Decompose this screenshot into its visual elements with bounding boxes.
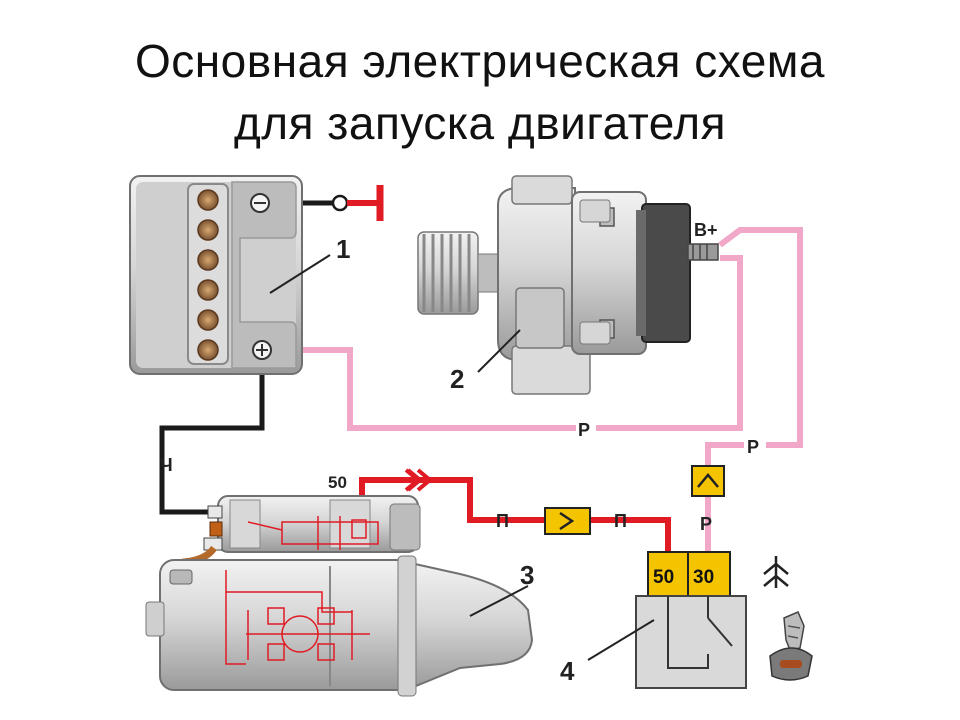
red-wires: [359, 477, 671, 552]
callout-alternator: 2: [450, 364, 464, 394]
wire-label-bg-pink-main: [576, 417, 596, 439]
terminal-50-label: 50: [328, 473, 347, 492]
callout-line-4: [587, 619, 655, 661]
callout-line-3: [469, 585, 529, 617]
ignition-switch-icon: [635, 551, 747, 689]
wire-label-red-right: П: [614, 511, 627, 531]
wire-label-pink-main: Р: [578, 420, 590, 440]
starter-motor-icon: [145, 495, 534, 697]
battery-cell-caps: [197, 189, 219, 361]
motor-circuit: [225, 570, 370, 665]
pink-wires: [270, 227, 803, 552]
black-wire-battery-starter: [159, 352, 265, 515]
alternator-pulley: [417, 231, 499, 315]
alternator-b-plus-terminal: [687, 243, 719, 261]
callout-ignition-switch: 4: [560, 656, 575, 686]
terminal-b-plus-label: B+: [694, 220, 718, 240]
red-arrow-icon-2: [404, 468, 434, 492]
callout-line-1: [269, 254, 331, 294]
switch-terminal-50: 50: [653, 567, 674, 588]
page-title-line-2: для запуска двигателя: [233, 97, 727, 149]
wire-label-pink-switch: Р: [700, 514, 712, 534]
switch-terminal-30: 30: [693, 567, 714, 588]
wire-label-bg-pink-branch: [744, 434, 766, 456]
page-title-line-1: Основная электрическая схема: [135, 35, 825, 87]
alternator-icon: [417, 175, 719, 395]
key-icon: [769, 611, 813, 681]
callout-starter: 3: [520, 560, 534, 590]
solenoid-circuit: [247, 516, 379, 550]
callout-line-2: [477, 329, 521, 373]
wire-label-black: Ч: [160, 455, 173, 475]
fuse-icon-red: [544, 507, 591, 535]
fuse-icon-pink: [691, 465, 725, 497]
wire-label-red-left: П: [496, 511, 509, 531]
callout-battery: 1: [336, 234, 350, 264]
ground-symbol-icon: [763, 556, 789, 588]
battery-icon: [129, 175, 303, 375]
wire-label-pink-branch: Р: [747, 437, 759, 457]
